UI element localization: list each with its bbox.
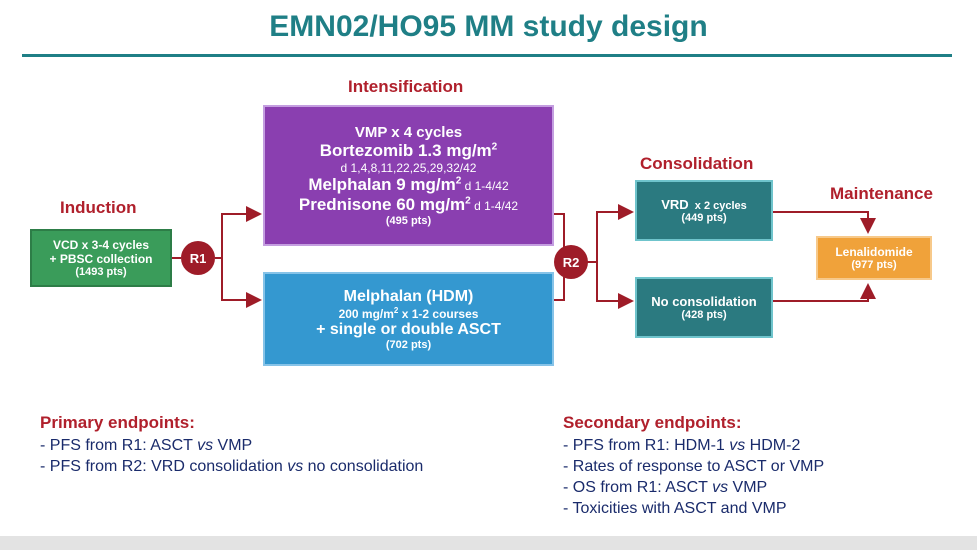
arrow-r1-hdm (221, 258, 262, 308)
line-hdm-r2 (554, 277, 565, 301)
induction-collection: + PBSC collection (49, 252, 153, 266)
footer-band (0, 536, 977, 550)
randomization-r1: R1 (181, 241, 215, 275)
hdm-dose: 200 mg/m2 x 1-2 courses (338, 305, 479, 321)
arrow-r1-vmp (215, 206, 262, 259)
vmp-prednisone: Prednisone 60 mg/m2 d 1-4/42 (298, 195, 519, 214)
no-consolidation-box: No consolidation (428 pts) (635, 277, 773, 338)
induction-regimen: VCD x 3-4 cycles (52, 238, 150, 252)
hdm-patients: (702 pts) (385, 338, 432, 351)
no-consolidation-patients: (428 pts) (681, 309, 727, 321)
vmp-bortezomib: Bortezomib 1.3 mg/m2 (319, 141, 498, 160)
arrow-vrd-maint (773, 211, 876, 234)
vmp-patients: (495 pts) (385, 215, 432, 227)
maintenance-box: Lenalidomide (977 pts) (816, 236, 932, 280)
vmp-melphalan: Melphalan 9 mg/m2 d 1-4/42 (308, 175, 509, 194)
stage-label-maintenance: Maintenance (830, 184, 933, 203)
stage-label-induction: Induction (60, 198, 137, 217)
hdm-regimen: Melphalan (HDM) (343, 287, 474, 305)
line-vmp-r2 (554, 213, 565, 247)
induction-patients: (1493 pts) (75, 266, 127, 278)
hdm-asct: + single or double ASCT (316, 320, 501, 338)
vrd-regimen: VRD x 2 cycles (661, 197, 747, 212)
hdm-box: Melphalan (HDM) 200 mg/m2 x 1-2 courses … (263, 272, 554, 366)
primary-endpoints-title: Primary endpoints: (40, 413, 195, 432)
secondary-endpoint-item: - Toxicities with ASCT and VMP (563, 500, 787, 517)
secondary-endpoint-item: - OS from R1: ASCT vs VMP (563, 479, 768, 496)
arrow-r2-nocons (596, 262, 634, 309)
arrow-nocons-maint (773, 283, 876, 302)
secondary-endpoints-list: - PFS from R1: HDM-1 vs HDM-2 - Rates of… (563, 435, 824, 519)
vmp-bortezomib-days: d 1,4,8,11,22,25,29,32/42 (340, 161, 477, 175)
vrd-patients: (449 pts) (681, 212, 727, 224)
induction-box: VCD x 3-4 cycles + PBSC collection (1493… (30, 229, 172, 287)
primary-endpoint-item: - PFS from R1: ASCT vs VMP (40, 437, 253, 454)
stage-label-intensification: Intensification (348, 77, 464, 96)
vmp-box: VMP x 4 cycles Bortezomib 1.3 mg/m2 d 1,… (263, 105, 554, 246)
primary-endpoint-item: - PFS from R2: VRD consolidation vs no c… (40, 458, 424, 475)
arrow-r2-vrd (586, 204, 634, 263)
maintenance-regimen: Lenalidomide (835, 245, 913, 259)
maintenance-patients: (977 pts) (851, 259, 897, 271)
vmp-regimen: VMP x 4 cycles (354, 124, 463, 141)
stage-label-consolidation: Consolidation (640, 154, 754, 173)
vrd-box: VRD x 2 cycles (449 pts) (635, 180, 773, 241)
secondary-endpoints-title: Secondary endpoints: (563, 413, 742, 432)
slide-title: EMN02/HO95 MM study design (269, 10, 708, 43)
secondary-endpoint-item: - Rates of response to ASCT or VMP (563, 458, 825, 475)
secondary-endpoint-item: - PFS from R1: HDM-1 vs HDM-2 (563, 437, 801, 454)
no-consolidation-label: No consolidation (651, 294, 757, 309)
primary-endpoints-list: - PFS from R1: ASCT vs VMP - PFS from R2… (40, 435, 423, 477)
title-rule (22, 54, 952, 57)
randomization-r2: R2 (554, 245, 588, 279)
